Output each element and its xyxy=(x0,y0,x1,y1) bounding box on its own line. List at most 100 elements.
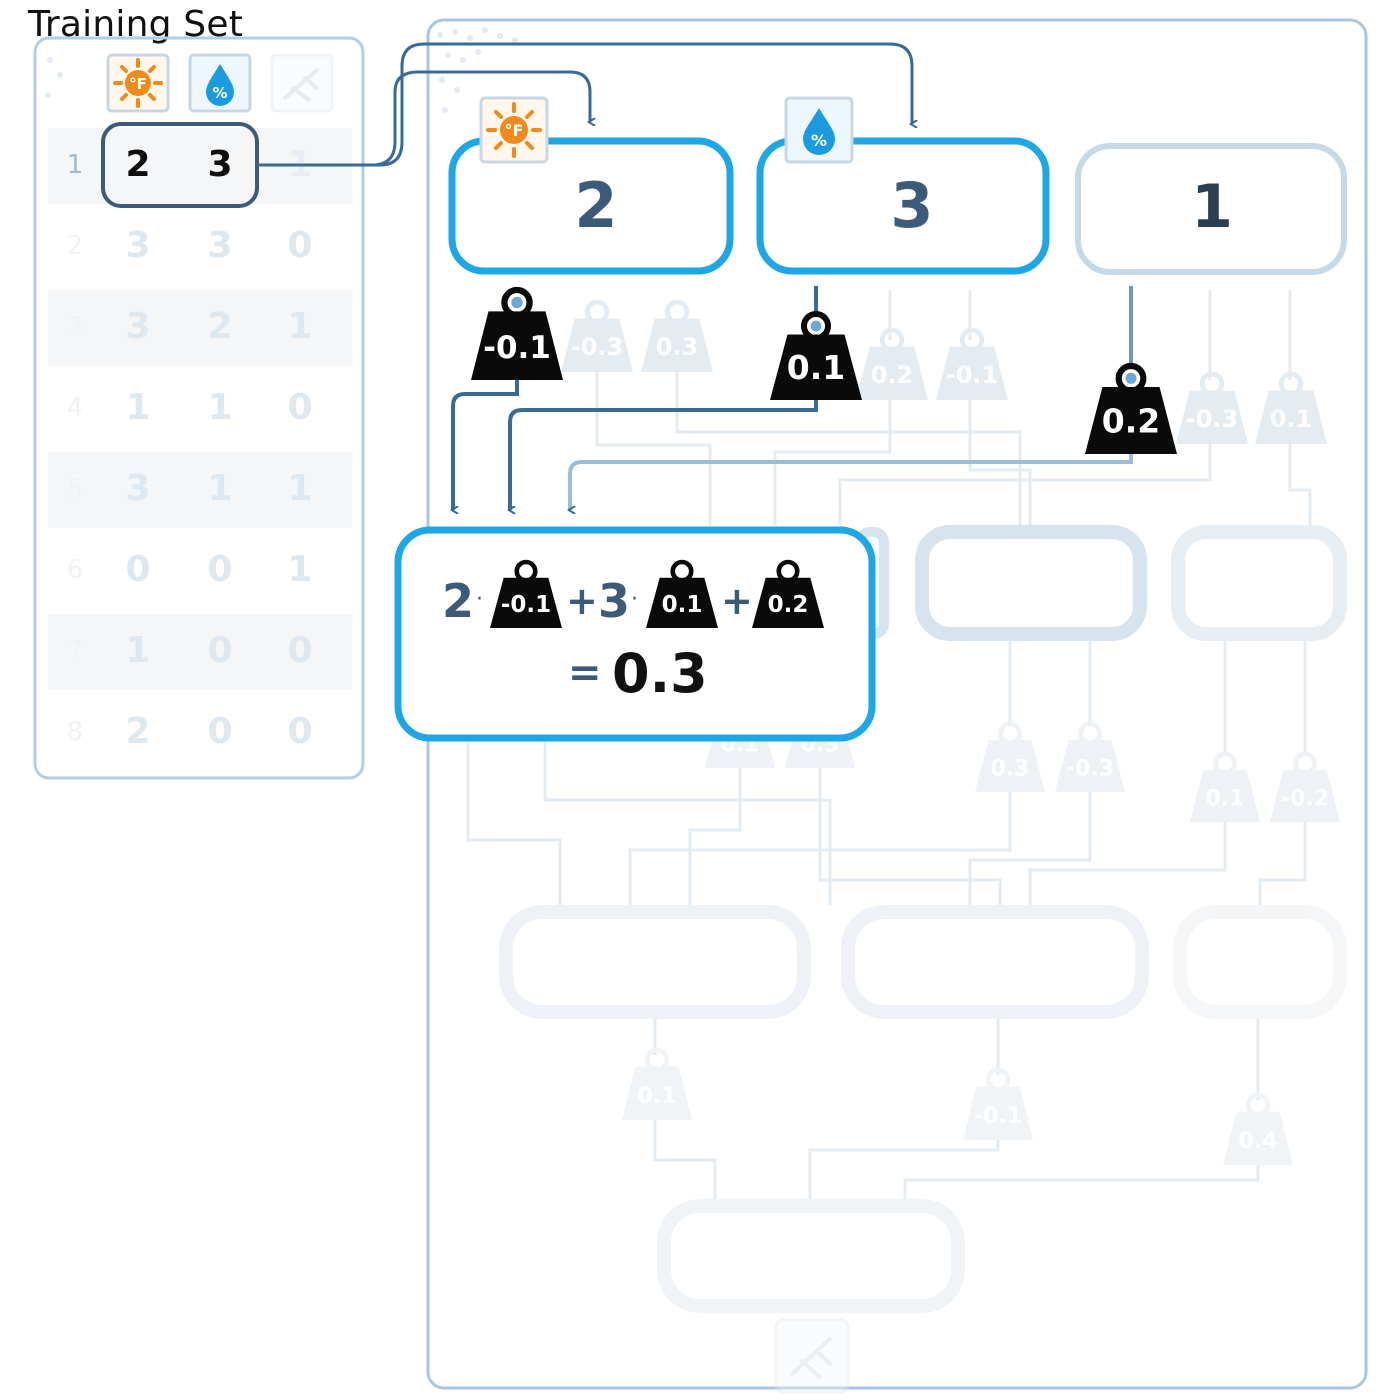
row-index: 3 xyxy=(67,312,84,342)
table-row[interactable]: 6 0 0 1 xyxy=(67,549,313,590)
weight-temp-h2-label: -0.3 xyxy=(571,333,623,361)
row-humidity: 1 xyxy=(207,387,232,428)
hidden2-node-3 xyxy=(1173,905,1347,1019)
weight-l2-1: 0.1 xyxy=(622,1047,692,1120)
table-row[interactable]: 2 3 3 0 xyxy=(67,225,313,266)
hidden1-node-2 xyxy=(915,525,1147,641)
input-humidity-icon: % xyxy=(784,96,854,164)
row-label: 0 xyxy=(287,387,312,428)
humidity-drop-icon: % xyxy=(188,53,252,113)
weight-temp-h1-label: -0.1 xyxy=(483,330,551,366)
input-node-bias: 1 xyxy=(1075,143,1347,275)
input-node-temperature: 2 xyxy=(448,137,734,275)
row-label: 0 xyxy=(287,225,312,266)
input-value-bias: 1 xyxy=(1191,172,1233,242)
weight-bias-h1: 0.2 xyxy=(1085,362,1177,454)
formula-weights: -0.1 0.1 0.2 xyxy=(490,559,824,628)
weight-h3-o1-label: 0.1 xyxy=(1206,786,1245,811)
row-humidity: 0 xyxy=(207,549,232,590)
weight-temp-h3: 0.3 xyxy=(641,299,713,372)
weight-l2-3-label: 0.4 xyxy=(1239,1129,1278,1154)
term2-value: 3 xyxy=(598,574,630,628)
row-humidity: 1 xyxy=(207,468,232,509)
row-humidity: 3 xyxy=(207,225,232,266)
row-temp: 1 xyxy=(125,387,150,428)
active-wiring xyxy=(453,286,1133,510)
background-nodes xyxy=(499,525,1347,1313)
formula-weight-3-label: 0.2 xyxy=(768,592,809,618)
table-row[interactable]: 7 1 0 0 xyxy=(67,630,313,671)
dot-operator-1: · xyxy=(476,587,483,612)
output-icon xyxy=(774,1318,850,1394)
weight-bias-h3-label: 0.1 xyxy=(1270,405,1313,433)
computation-result: 0.3 xyxy=(612,642,708,705)
weight-humidity-h2-label: 0.2 xyxy=(871,361,914,389)
weight-temp-h1: -0.1 xyxy=(471,286,563,380)
hidden2-node-2 xyxy=(841,905,1149,1019)
row-label: 1 xyxy=(287,468,312,509)
row-index: 7 xyxy=(67,636,84,666)
weight-h2-o1: 0.3 xyxy=(975,721,1045,792)
weight-l2-1-label: 0.1 xyxy=(638,1084,677,1109)
equals-sign: = xyxy=(568,650,602,696)
weight-h3-o2-label: -0.2 xyxy=(1281,786,1329,811)
row-index: 1 xyxy=(67,150,84,180)
training-set-panel xyxy=(33,36,365,780)
weight-humidity-h1: 0.1 xyxy=(770,310,862,400)
row-to-input-connectors xyxy=(257,42,912,167)
weight-humidity-h3-label: -0.1 xyxy=(946,361,998,389)
dot-operator-2: · xyxy=(631,587,638,612)
row-temp: 3 xyxy=(125,306,150,347)
weight-h2-o1-label: 0.3 xyxy=(991,756,1030,781)
weight-l2-2-label: -0.1 xyxy=(974,1104,1022,1129)
weight-humidity-h1-label: 0.1 xyxy=(787,348,845,387)
row-label: 1 xyxy=(287,306,312,347)
row-humidity: 0 xyxy=(207,711,232,752)
row-label: 1 xyxy=(287,549,312,590)
weight-bias-h1-label: 0.2 xyxy=(1102,402,1160,441)
row-temp: 0 xyxy=(125,549,150,590)
weight-humidity-h3: -0.1 xyxy=(936,327,1008,400)
weight-h2-o2: -0.3 xyxy=(1055,721,1125,792)
formula-weight-3: 0.2 xyxy=(752,559,824,628)
dot-texture xyxy=(45,27,518,113)
hidden1-node-1 xyxy=(394,526,876,742)
weight-bias-h3: 0.1 xyxy=(1255,371,1327,444)
input-value-humidity: 3 xyxy=(890,169,933,242)
input-temperature-icon: °F xyxy=(479,96,549,164)
row-temp: 1 xyxy=(125,630,150,671)
formula-weight-1: -0.1 xyxy=(490,559,562,628)
plus-operator-1: + xyxy=(566,579,598,623)
weight-bias-h2: -0.3 xyxy=(1176,371,1248,444)
table-row[interactable]: 4 1 1 0 xyxy=(67,387,313,428)
svg-text:%: % xyxy=(811,131,827,150)
row-temp: 2 xyxy=(125,144,150,185)
weight-h3-o1: 0.1 xyxy=(1190,751,1260,822)
row-index: 6 xyxy=(67,555,84,585)
input-value-temperature: 2 xyxy=(574,169,617,242)
row-temp: 3 xyxy=(125,225,150,266)
weight-h3-o2: -0.2 xyxy=(1270,751,1340,822)
row-index: 2 xyxy=(67,231,84,261)
row-label: 0 xyxy=(287,630,312,671)
row-label: 0 xyxy=(287,711,312,752)
weight-bias-h2-label: -0.3 xyxy=(1186,405,1238,433)
output-node xyxy=(657,1199,965,1313)
hidden1-node-3 xyxy=(1171,525,1347,641)
formula-weight-2-label: 0.1 xyxy=(662,592,703,618)
thermometer-sun-icon: °F xyxy=(106,53,170,113)
weight-l2-3: 0.4 xyxy=(1223,1092,1293,1165)
row-temp: 2 xyxy=(125,711,150,752)
term1-value: 2 xyxy=(442,574,474,628)
row-humidity: 0 xyxy=(207,630,232,671)
weight-l2-2: -0.1 xyxy=(963,1067,1033,1140)
weight-temp-h2: -0.3 xyxy=(561,299,633,372)
row-index: 4 xyxy=(67,393,84,423)
weight-humidity-h2: 0.2 xyxy=(856,327,928,400)
